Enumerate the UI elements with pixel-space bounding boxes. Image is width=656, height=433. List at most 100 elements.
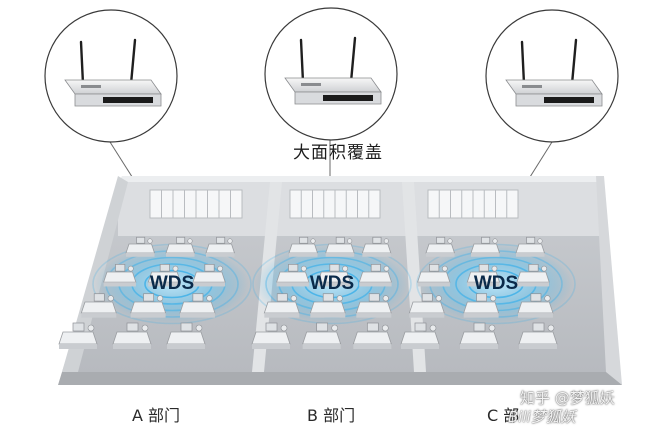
- monitor: [192, 293, 204, 302]
- desk: [130, 293, 167, 318]
- desk-top: [125, 243, 156, 254]
- desk-side: [289, 253, 318, 257]
- chair: [342, 265, 348, 272]
- desk-side: [460, 344, 498, 349]
- chair: [195, 324, 203, 332]
- chair: [382, 324, 389, 332]
- desk-top: [263, 301, 300, 314]
- desk-side: [471, 253, 500, 257]
- desk-side: [113, 344, 151, 349]
- desk: [80, 293, 117, 318]
- monitor: [429, 264, 440, 272]
- router-top: [505, 79, 603, 95]
- desk-side: [264, 313, 300, 318]
- chair: [331, 324, 338, 332]
- desk-top: [417, 271, 451, 283]
- chair: [447, 238, 453, 244]
- desk-side: [126, 253, 155, 257]
- desk-side: [252, 344, 290, 349]
- desk: [251, 322, 291, 349]
- desk-top: [361, 243, 392, 254]
- chair: [141, 324, 149, 332]
- desk-top: [103, 271, 137, 283]
- monitor: [481, 236, 491, 244]
- monitor: [265, 322, 278, 332]
- desk-side: [167, 344, 205, 349]
- desk-side: [417, 282, 450, 287]
- monitor: [368, 293, 380, 302]
- desk-side: [192, 282, 226, 287]
- desk: [400, 322, 440, 349]
- desk-top: [515, 243, 546, 254]
- router-bubble-outline: [264, 7, 398, 141]
- floor-front-edge: [58, 372, 622, 385]
- router-bubble-outline: [485, 9, 619, 143]
- desk-side: [467, 282, 500, 287]
- desk: [112, 322, 152, 349]
- desk-top: [358, 271, 393, 283]
- monitor: [176, 236, 186, 244]
- desk-side: [362, 253, 391, 257]
- desk: [309, 293, 346, 318]
- desk: [317, 264, 351, 287]
- desk-top: [317, 271, 351, 283]
- desk: [466, 264, 501, 287]
- desk-top: [466, 271, 501, 283]
- wds-label-b: WDS: [310, 273, 354, 294]
- monitor: [436, 236, 446, 244]
- monitor: [322, 293, 334, 302]
- desk: [58, 322, 98, 349]
- desk: [103, 264, 137, 287]
- chair: [172, 265, 179, 272]
- wds-label-a: WDS: [150, 273, 194, 294]
- desk-side: [359, 282, 392, 287]
- monitor: [93, 293, 105, 302]
- desk-side: [516, 282, 550, 287]
- desk: [352, 322, 392, 349]
- desk-top: [205, 243, 236, 254]
- router-front-panel: [544, 97, 594, 103]
- desk: [358, 264, 393, 287]
- watermark-zhihu: 知乎 @梦狐妖: [520, 389, 615, 407]
- router-logo-mark: [301, 83, 321, 86]
- monitor: [528, 264, 539, 272]
- monitor: [276, 293, 288, 302]
- desk-top: [251, 331, 291, 345]
- desks: [58, 236, 558, 349]
- monitor: [329, 264, 340, 272]
- desk-side: [310, 313, 346, 318]
- monitor: [72, 322, 85, 332]
- chair: [300, 265, 307, 272]
- chair: [541, 265, 547, 272]
- desk-side: [517, 313, 553, 318]
- desk-top: [425, 243, 456, 254]
- desk-top: [309, 301, 346, 314]
- router-logo-mark: [81, 85, 101, 88]
- right-wall: [596, 176, 622, 385]
- chair: [107, 295, 114, 302]
- router-top: [64, 79, 162, 95]
- desk: [263, 293, 300, 318]
- monitor: [126, 322, 139, 332]
- desk-side: [81, 313, 117, 318]
- router-1: [264, 7, 398, 141]
- desk-top: [112, 331, 152, 345]
- desk-top: [352, 331, 392, 345]
- department-b-label: B 部门: [307, 406, 356, 425]
- chair: [217, 265, 223, 272]
- watermark-bilibili: Bili梦狐妖: [508, 408, 576, 426]
- chair: [227, 238, 233, 244]
- desk-top: [276, 271, 310, 283]
- desk-top: [470, 243, 501, 254]
- chair: [336, 295, 343, 302]
- chair: [491, 265, 498, 272]
- antenna-icon: [349, 36, 357, 84]
- desk: [205, 236, 236, 257]
- desk-top: [288, 243, 319, 254]
- monitor: [180, 322, 193, 332]
- desk-top: [130, 301, 167, 314]
- chair: [435, 295, 442, 302]
- desk-side: [325, 253, 355, 257]
- desk-side: [59, 344, 97, 349]
